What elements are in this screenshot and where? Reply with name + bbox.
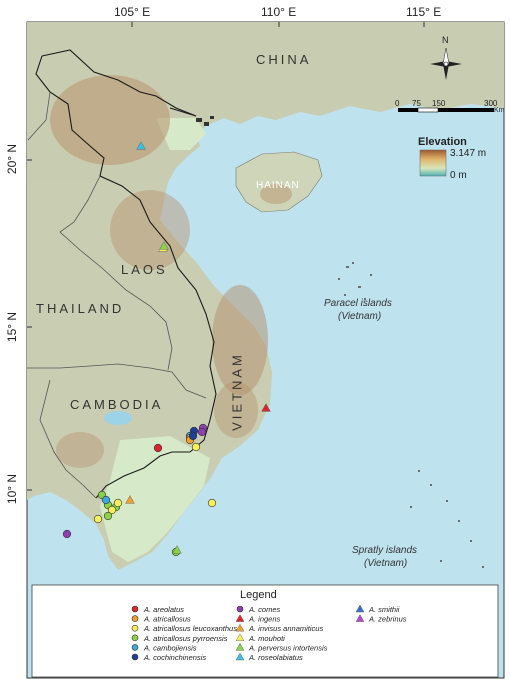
- label-laos: LAOS: [121, 262, 168, 277]
- scale-unit: Km: [494, 107, 505, 114]
- vietnam-border: [35, 49, 217, 499]
- axis-label-105e: 105° E: [114, 5, 151, 19]
- laos-thailand-border: [27, 91, 207, 399]
- legend-item-label: A. comes: [248, 605, 281, 614]
- legend-symbol: [197, 427, 207, 437]
- legend-symbol: [235, 633, 245, 641]
- china-border: [169, 107, 197, 117]
- legend-symbol: [125, 495, 135, 504]
- legend-symbol: [131, 634, 139, 642]
- legend-item-label: A. perversus intortensis: [248, 643, 328, 652]
- legend-item-label: A. atricallosus pyrroensis: [143, 634, 228, 643]
- label-spratly-country: (Vietnam): [364, 558, 408, 569]
- legend-symbol: [355, 604, 365, 613]
- label-spratly: Spratly islands: [352, 545, 418, 556]
- legend-item-label: A. invisus annamiticus: [248, 624, 323, 633]
- axis-label-20n: 20° N: [5, 143, 19, 175]
- legend-symbol: [103, 511, 113, 521]
- legend-symbol: [188, 431, 198, 441]
- legend-symbol: [191, 442, 201, 452]
- legend-symbol: [107, 505, 117, 515]
- label-paracel-country: (Vietnam): [338, 311, 382, 322]
- legend-symbol: [131, 624, 139, 632]
- label-hainan: HAINAN: [256, 180, 300, 191]
- legend-symbol: [235, 623, 245, 632]
- hainan-island: [235, 151, 323, 213]
- legend-symbol: [131, 653, 139, 661]
- legend-item-label: A. atricallosus: [143, 615, 191, 624]
- highland-central: [212, 285, 268, 395]
- scale-bar: [398, 107, 494, 113]
- legend-symbol: [62, 529, 72, 539]
- scale-tick-300: 300: [484, 99, 498, 108]
- legend-symbol: [136, 141, 146, 150]
- indochina-land: [27, 182, 272, 570]
- axis-label-10n: 10° N: [5, 473, 19, 505]
- legend-symbol: [235, 652, 245, 661]
- legend-item-label: A. atricallosus leucoxanthus: [143, 624, 237, 633]
- highland-laos: [110, 190, 190, 270]
- occurrence-markers: [62, 141, 271, 557]
- north-label: N: [442, 35, 449, 45]
- legend-item-label: A. cochinchinensis: [143, 653, 206, 662]
- legend-symbol: [131, 615, 139, 622]
- axis-label-110e: 110° E: [261, 5, 297, 19]
- legend-symbol: [236, 605, 244, 613]
- elevation-title: Elevation: [418, 136, 467, 148]
- scale-tick-150: 150: [432, 99, 446, 108]
- legend-item-label: A. areolatus: [143, 605, 184, 614]
- legend-item-label: A. zebrinus: [368, 615, 407, 624]
- scale-tick-75: 75: [412, 99, 421, 108]
- legend-symbol: [261, 403, 271, 412]
- legend-item-label: A. cambojiensis: [143, 643, 197, 652]
- legend-item-label: A. smithii: [368, 605, 400, 614]
- legend-symbol: [131, 605, 139, 613]
- legend-symbol: [235, 614, 245, 622]
- legend-title: Legend: [240, 589, 277, 601]
- label-paracel: Paracel islands: [324, 298, 392, 309]
- elevation-swatch: [419, 149, 447, 177]
- cardamom: [56, 432, 104, 468]
- elevation-min: 0 m: [450, 170, 467, 181]
- axis-label-115e: 115° E: [406, 5, 442, 19]
- north-arrow-icon: [430, 47, 462, 80]
- mekong-delta: [100, 436, 210, 562]
- legend-symbol: [172, 545, 182, 554]
- legend-symbol: [101, 495, 111, 505]
- legend-symbol: [113, 498, 123, 508]
- highland-north: [50, 75, 170, 165]
- legend-item-label: A. ingens: [248, 615, 281, 624]
- cambodia-border: [39, 379, 97, 499]
- axis-label-15n: 15° N: [5, 311, 19, 343]
- legend-symbol: [207, 498, 217, 508]
- legend-item-label: A. roseolabiatus: [248, 653, 303, 662]
- legend-symbol: [355, 614, 365, 622]
- legend-symbol: [93, 514, 103, 524]
- scale-tick-0: 0: [395, 99, 400, 108]
- legend-symbol: [131, 644, 139, 651]
- graticule-ticks: [27, 22, 425, 491]
- paracel-islands: [338, 262, 372, 300]
- legend-panel: [31, 584, 499, 678]
- label-thailand: THAILAND: [36, 301, 125, 316]
- legend-symbol: [153, 443, 163, 453]
- tonle-sap: [104, 411, 132, 425]
- label-cambodia: CAMBODIA: [70, 397, 164, 412]
- label-vietnam: VIETNAM: [229, 352, 245, 431]
- coastal-islands: [196, 116, 214, 126]
- highland-south: [214, 382, 258, 438]
- label-china: CHINA: [256, 52, 312, 67]
- elevation-max: 3.147 m: [450, 148, 487, 159]
- legend-item-label: A. mouhoti: [248, 634, 285, 643]
- legend-symbol: [159, 241, 169, 250]
- legend-symbol: [235, 642, 245, 651]
